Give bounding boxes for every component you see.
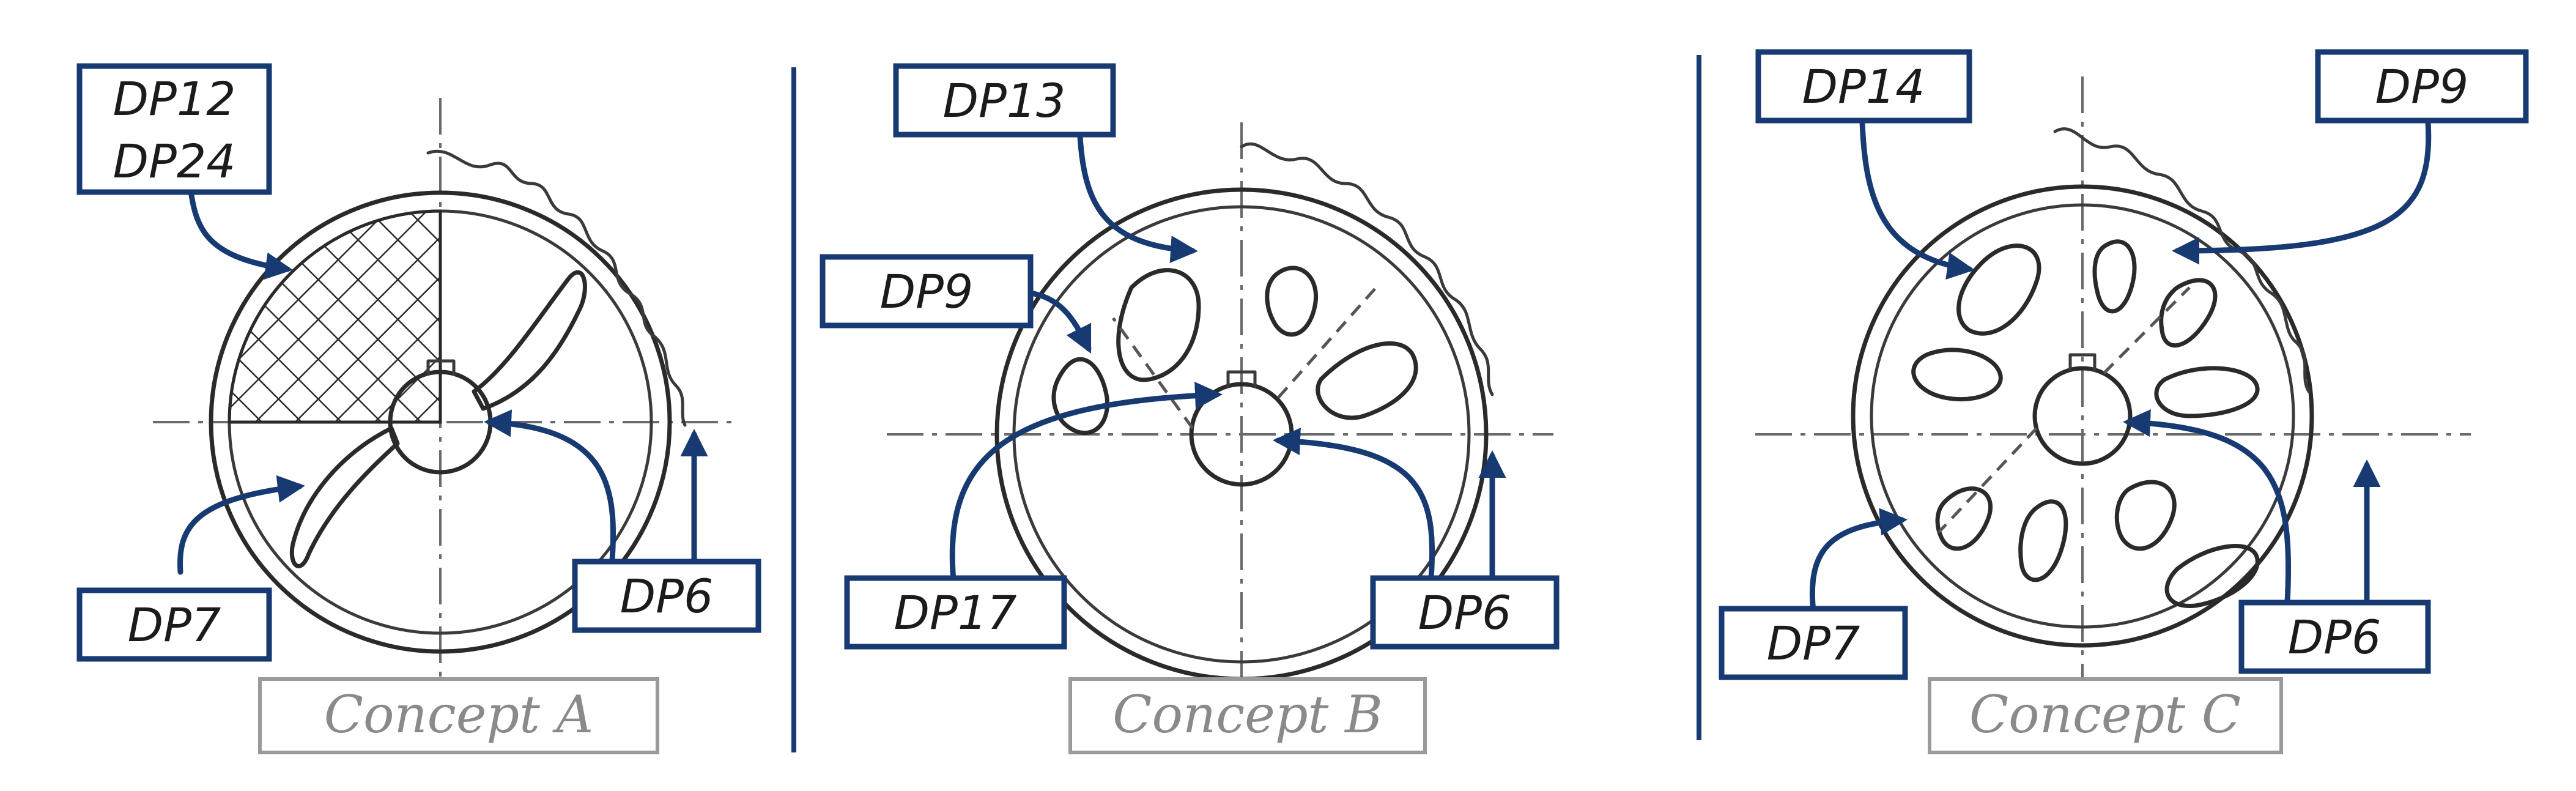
svg-text:DP9: DP9 — [2375, 59, 2469, 114]
svg-text:DP7: DP7 — [1767, 616, 1860, 670]
label-dp14: DP14 — [1755, 49, 1972, 124]
caption-concept-c: Concept C — [1928, 677, 2283, 754]
svg-text:DP6: DP6 — [620, 569, 714, 623]
label-dp6: DP6 — [1370, 575, 1560, 650]
label-dp12: DP12 — [113, 72, 235, 126]
svg-text:DP6: DP6 — [2288, 610, 2382, 664]
concept-c-wheel — [1755, 76, 2471, 685]
svg-text:Concept C: Concept C — [1969, 685, 2241, 745]
label-dp24: DP24 — [113, 134, 235, 188]
label-dp9: DP9 — [820, 254, 1034, 329]
concept-c: DP14 DP9 DP7 DP6 Concept C — [1719, 49, 2529, 754]
label-dp7: DP7 — [1719, 606, 1908, 680]
label-dp13: DP13 — [893, 63, 1116, 138]
concept-b: DP13 DP9 DP17 DP6 Concept B — [820, 63, 1560, 754]
label-dp12-dp24: DP12 DP24 — [76, 63, 272, 195]
svg-text:DP9: DP9 — [880, 264, 974, 319]
caption-concept-a: Concept A — [258, 677, 659, 754]
concept-a: DP12 DP24 DP7 DP6 Concept A — [76, 63, 761, 754]
svg-text:DP17: DP17 — [894, 585, 1016, 640]
label-dp6: DP6 — [2238, 600, 2431, 674]
caption-concept-b: Concept B — [1068, 677, 1427, 754]
svg-text:Concept B: Concept B — [1112, 685, 1383, 745]
svg-text:DP13: DP13 — [942, 73, 1065, 128]
label-dp6: DP6 — [572, 559, 761, 633]
concept-a-wheel — [153, 98, 740, 691]
svg-text:DP7: DP7 — [128, 598, 221, 652]
label-dp9: DP9 — [2315, 49, 2529, 124]
label-dp17: DP17 — [844, 575, 1067, 650]
label-dp7: DP7 — [76, 587, 272, 662]
svg-text:Concept A: Concept A — [324, 685, 594, 745]
svg-text:DP6: DP6 — [1418, 585, 1512, 640]
svg-text:DP14: DP14 — [1802, 59, 1925, 114]
